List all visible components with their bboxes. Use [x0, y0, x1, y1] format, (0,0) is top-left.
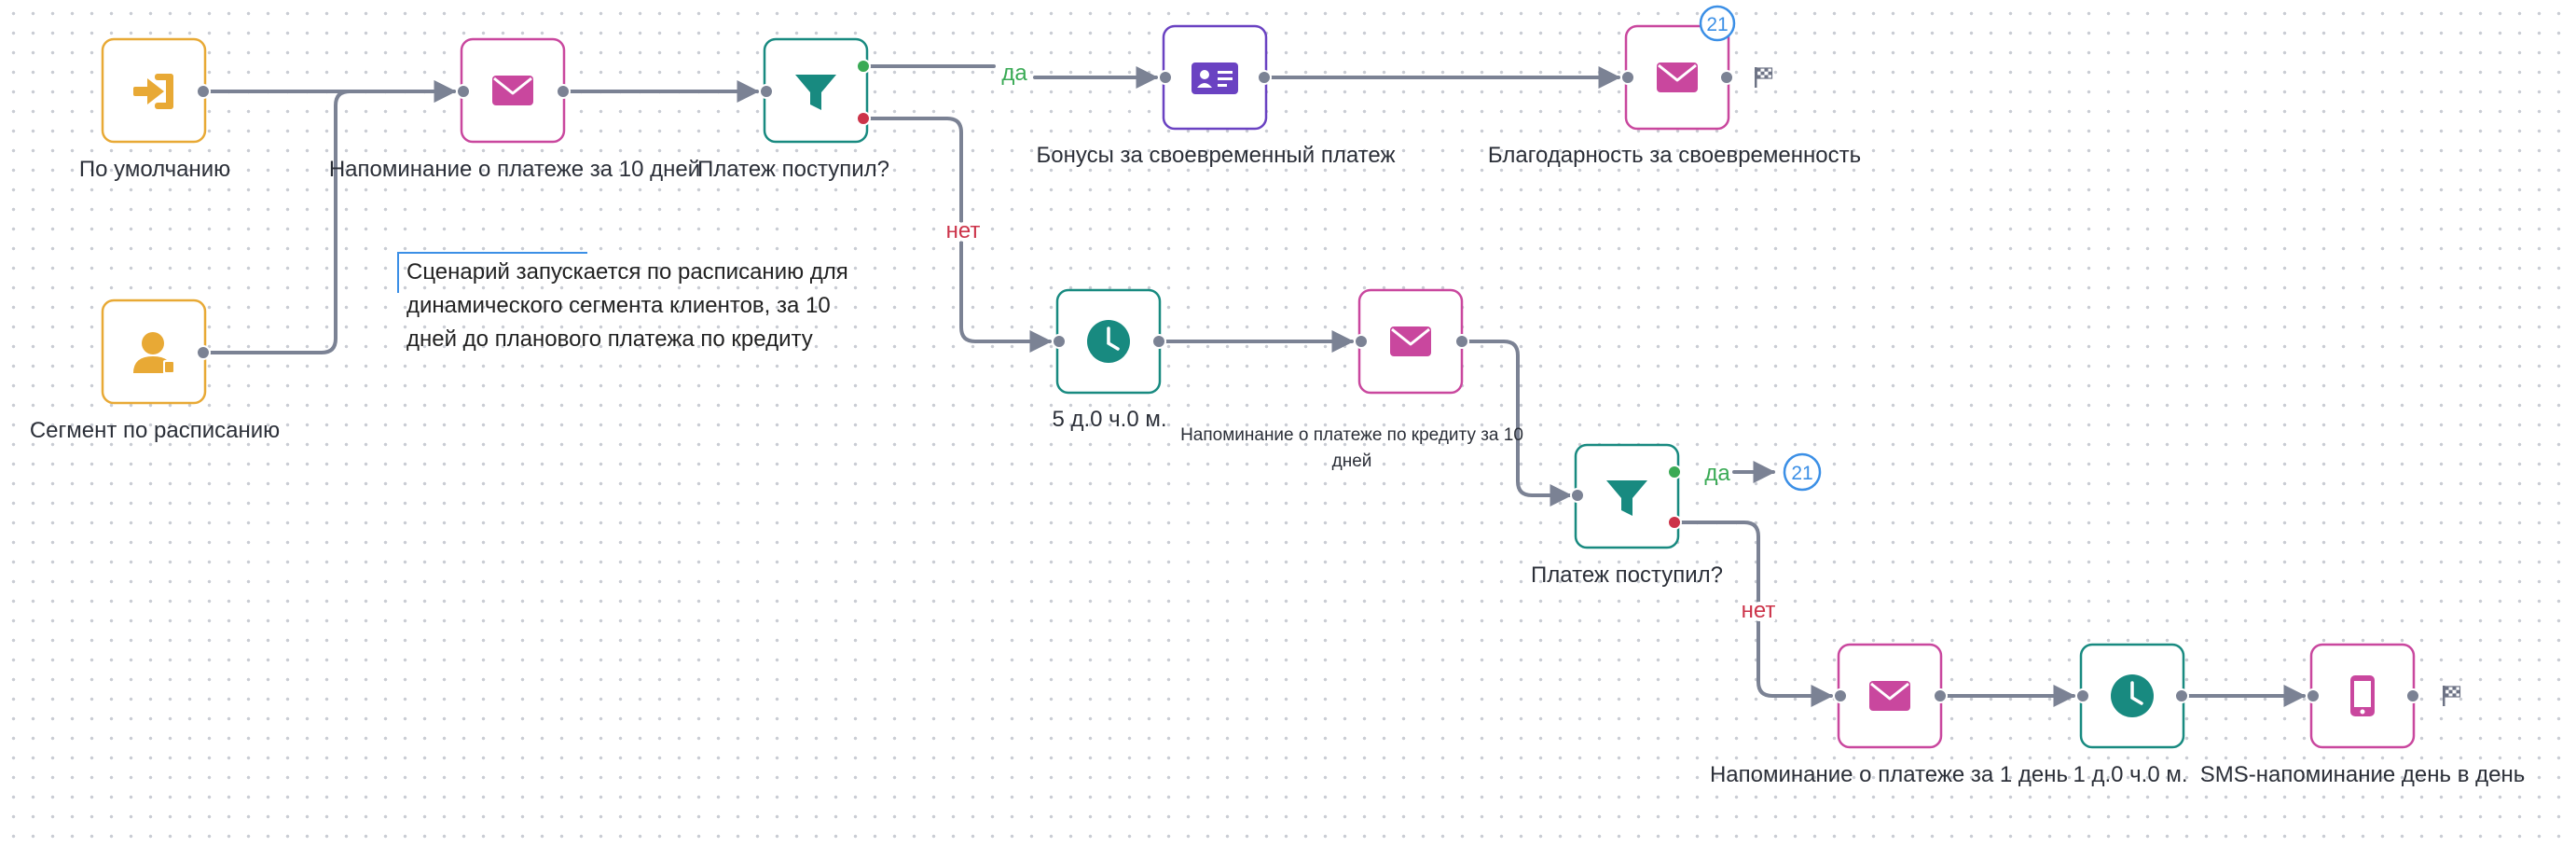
edge-check2-no[interactable] — [1673, 521, 1834, 707]
node-credit-reminder[interactable] — [1357, 288, 1464, 395]
node-reminder-10[interactable] — [460, 37, 566, 144]
envelope-icon — [1657, 62, 1698, 92]
yes-label-2: да — [1704, 461, 1730, 486]
port-out — [1719, 70, 1734, 85]
node-segment-trigger[interactable] — [101, 299, 207, 405]
port-out — [196, 84, 211, 99]
port-in — [1620, 70, 1635, 85]
condition-ports[interactable] — [856, 59, 1682, 530]
port-out — [196, 345, 211, 360]
node-default-trigger[interactable] — [101, 37, 207, 144]
edges — [201, 64, 2307, 707]
jump-target-badge[interactable]: 21 — [1783, 452, 1822, 492]
port-in — [456, 84, 471, 99]
label-wait-5: 5 д.0 ч.0 м. — [1052, 407, 1167, 432]
ports[interactable] — [196, 70, 2420, 703]
label-wait-1: 1 д.0 ч.0 м. — [2073, 762, 2188, 787]
envelope-icon — [1869, 681, 1910, 711]
login-icon — [133, 74, 173, 109]
label-default-trigger: По умолчанию — [78, 157, 231, 182]
note-cursor-mark — [397, 252, 399, 293]
label-payment-check-1: Платеж поступил? — [697, 157, 889, 182]
node-wait-5[interactable] — [1055, 288, 1162, 395]
label-thanks: Благодарность за своевременность — [1487, 143, 1862, 168]
phone-icon — [2350, 675, 2375, 716]
port-in — [1354, 334, 1369, 349]
port-no — [856, 111, 871, 126]
thanks-count-badge[interactable]: 21 — [1699, 5, 1736, 42]
port-out — [1257, 70, 1272, 85]
node-reminder-1[interactable] — [1837, 643, 1943, 749]
port-out — [556, 84, 571, 99]
port-out — [1933, 688, 1948, 703]
no-label-1: нет — [946, 218, 981, 243]
edge-segment-to-reminder[interactable] — [201, 80, 457, 354]
node-sms[interactable] — [2309, 643, 2416, 749]
node-payment-check-2[interactable] — [1574, 443, 1680, 549]
node-thanks[interactable] — [1624, 24, 1730, 131]
scenario-note[interactable]: Сценарий запускается по расписанию для д… — [406, 259, 848, 352]
node-payment-check-1[interactable] — [763, 37, 869, 144]
port-in — [2306, 688, 2321, 703]
label-credit-reminder: Напоминание о платеже по кредиту за 10 д… — [1180, 425, 1523, 471]
edge-check1-no[interactable] — [861, 117, 1053, 353]
filter-icon — [1606, 480, 1647, 516]
label-sms: SMS-напоминание день в день — [2199, 762, 2526, 787]
edge-credit-to-check2[interactable] — [1460, 340, 1573, 507]
port-in — [759, 84, 774, 99]
clock-icon — [2111, 674, 2154, 717]
label-reminder-10: Напоминание о платеже за 10 дней — [328, 157, 701, 182]
port-out — [1151, 334, 1166, 349]
user-icon — [133, 332, 174, 374]
envelope-icon — [492, 76, 533, 105]
id-card-icon — [1192, 62, 1238, 94]
yes-label-1: да — [1001, 61, 1027, 86]
note-selection-mark — [397, 252, 587, 254]
clock-icon — [1087, 320, 1130, 363]
port-no — [1667, 515, 1682, 530]
node-bonus[interactable] — [1162, 24, 1268, 131]
label-payment-check-2: Платеж поступил? — [1531, 562, 1723, 588]
port-in — [1833, 688, 1848, 703]
jump-target-text: 21 — [1791, 463, 1812, 484]
label-bonus: Бонусы за своевременный платеж — [1036, 143, 1396, 168]
finish-flag-icon — [1755, 67, 1773, 88]
port-yes — [856, 59, 871, 74]
filter-icon — [795, 75, 836, 110]
finish-flag-icon — [2443, 686, 2461, 706]
node-wait-1[interactable] — [2079, 643, 2185, 749]
port-out — [1454, 334, 1469, 349]
port-in — [1158, 70, 1173, 85]
thanks-count-text: 21 — [1706, 14, 1728, 35]
port-in — [1052, 334, 1067, 349]
envelope-icon — [1390, 326, 1431, 356]
port-yes — [1667, 465, 1682, 479]
port-in — [2075, 688, 2090, 703]
port-in — [1570, 488, 1585, 503]
port-out — [2174, 688, 2189, 703]
no-label-2: нет — [1742, 598, 1776, 623]
label-reminder-1: Напоминание о платеже за 1 день — [1709, 762, 2069, 787]
label-segment-trigger: Сегмент по расписанию — [29, 418, 281, 443]
port-out — [2405, 688, 2420, 703]
